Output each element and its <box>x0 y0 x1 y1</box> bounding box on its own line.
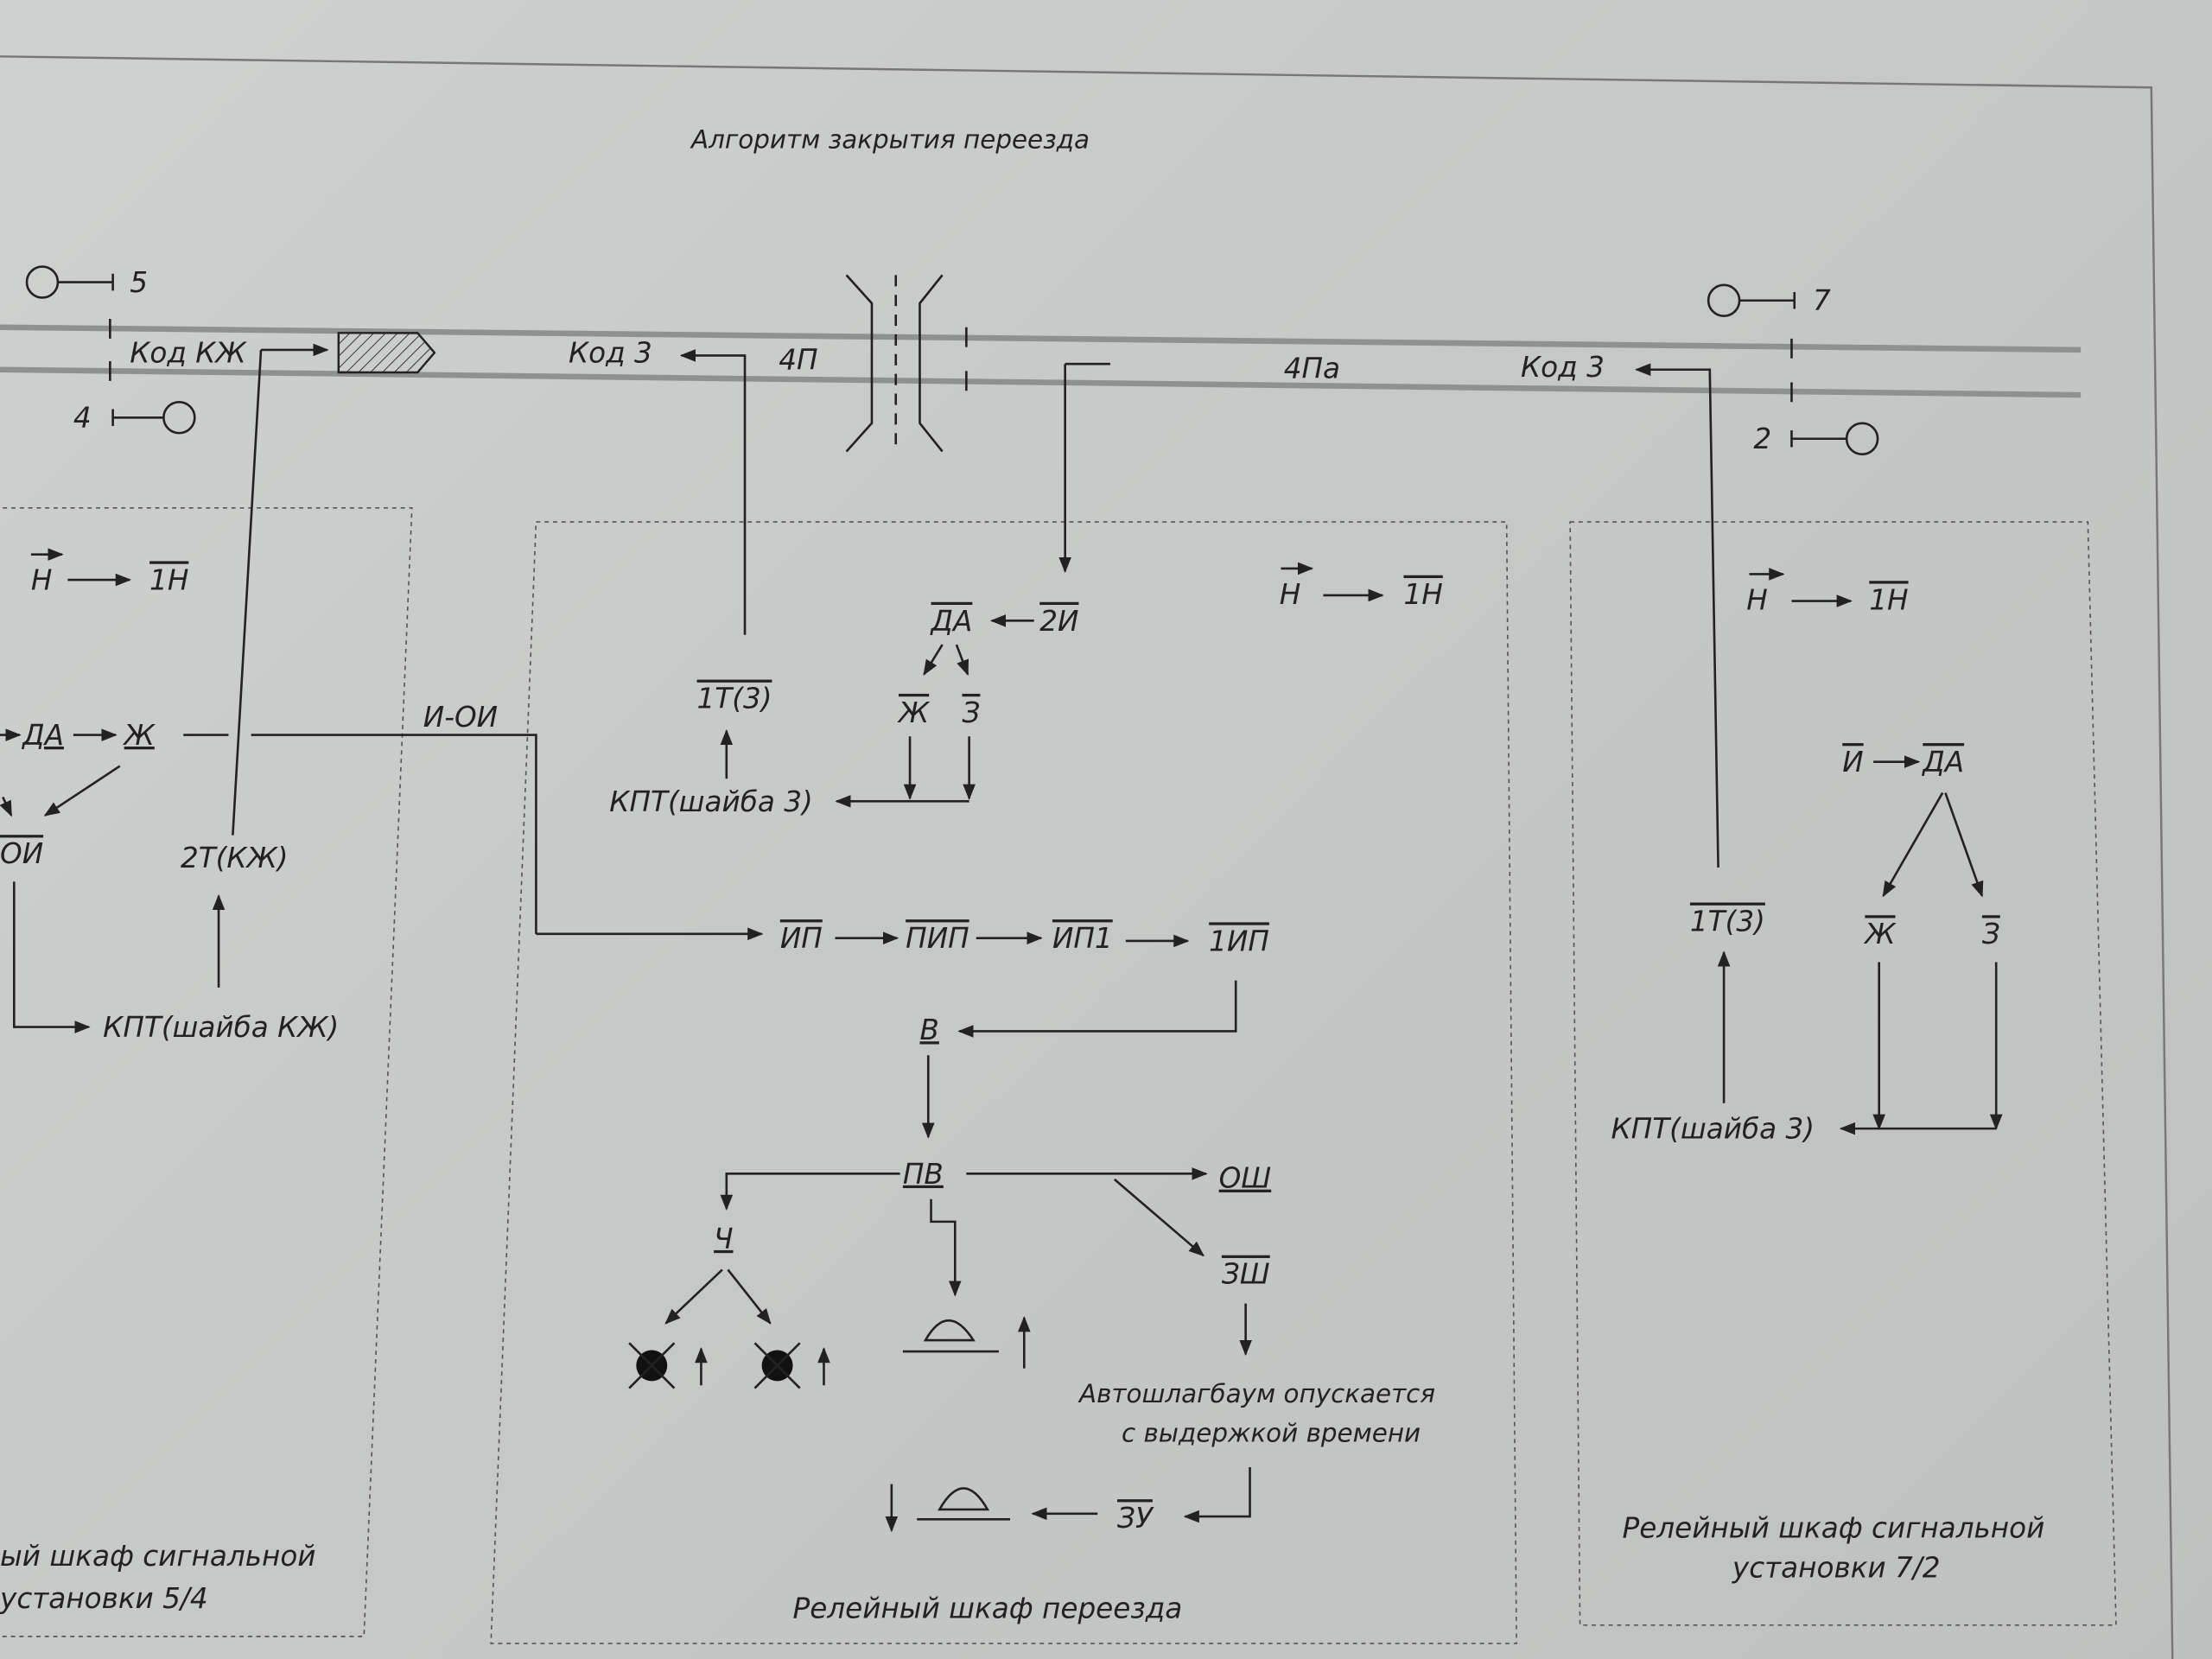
diagram-label: 1Т(3) <box>697 683 772 715</box>
diagram-label: 1Т(3) <box>1690 906 1765 938</box>
diagram-label: КПТ(шайба 3) <box>1611 1113 1814 1146</box>
diagram-label: ИП <box>780 922 823 955</box>
diagram-label: Ж <box>1863 918 1897 950</box>
crossing-cabinet-box <box>490 521 1517 1644</box>
diagram-label: ИП1 <box>1052 922 1113 955</box>
rail-bottom <box>0 366 2082 398</box>
right-cabinet-box <box>1569 521 2117 1626</box>
diagram-label: 1Н <box>1869 583 1908 616</box>
diagram-title: Алгоритм закрытия переезда <box>690 124 1090 154</box>
diagram-label: 2И <box>1039 605 1078 638</box>
left-cabinet-box <box>0 506 413 1637</box>
diagram-label: ОШ <box>1219 1162 1272 1195</box>
diagram-label: З <box>962 696 980 729</box>
section-4pa-label: 4Па <box>1284 353 1340 385</box>
train-icon <box>337 332 436 374</box>
diagram-label: Автошлагбаум опускается <box>1077 1379 1435 1408</box>
diagram-label: В <box>919 1014 938 1046</box>
left-cabinet: Н 1Н ДА Ж И-ОИ ОИ 2Т(КЖ) КПТ(шайба КЖ) ы… <box>0 349 764 1615</box>
level-crossing-icon <box>845 274 944 453</box>
crossing-cabinet-caption: Релейный шкаф переезда <box>793 1592 1183 1625</box>
diagram-label: 1Н <box>149 563 188 596</box>
diagram-label: З <box>1982 918 2000 950</box>
diagram-label: 2Т(КЖ) <box>181 842 289 874</box>
diagram-label: КПТ(шайба КЖ) <box>103 1011 339 1044</box>
right-cabinet-caption-2: установки 7/2 <box>1732 1551 1941 1584</box>
left-cabinet-caption: ый шкаф сигнальной <box>0 1540 316 1573</box>
diagram-label: ДА <box>1921 746 1964 779</box>
diagram-label: 4 <box>73 402 92 435</box>
sheet-border <box>0 55 2174 1659</box>
diagram-label: 1ИП <box>1209 925 1269 957</box>
diagram-label: И <box>1842 746 1863 779</box>
link-label-i-oi: И-ОИ <box>423 701 498 734</box>
diagram-label: ПИП <box>906 922 969 955</box>
code-z-right-label: Код 3 <box>1521 351 1605 384</box>
diagram-label: Ч <box>714 1223 733 1255</box>
diagram-label: ПВ <box>903 1158 944 1191</box>
bell-icon <box>902 1316 1031 1369</box>
diagram-label: 1Н <box>1403 578 1442 611</box>
diagram-label: ДА <box>930 605 973 638</box>
diagram-label: 5 <box>130 266 148 299</box>
right-cabinet-caption: Релейный шкаф сигнальной <box>1623 1512 2045 1545</box>
diagram-label: Ж <box>123 719 156 752</box>
bell-icon <box>917 1487 1010 1521</box>
code-z-right-arrow <box>1635 363 1719 868</box>
code-z-left-arrow <box>679 349 747 635</box>
lamp-icon <box>628 1342 708 1389</box>
code-z-left-label: Код 3 <box>569 337 652 370</box>
rail-top <box>0 324 2082 353</box>
left-cabinet-caption-2: установки 5/4 <box>0 1582 208 1615</box>
signal-2: 2 <box>1753 422 1879 455</box>
right-cabinet: Н 1Н И ДА Ж З КПТ(шайба 3) 1Т(3) Релейны… <box>1611 568 2045 1584</box>
section-4p-label: 4П <box>779 344 817 377</box>
code-kzh-label: Код КЖ <box>130 337 247 370</box>
insulating-joints <box>109 318 1793 403</box>
diagram-label: Н <box>31 563 53 596</box>
diagram-label: ЗУ <box>1117 1502 1154 1535</box>
crossing-cabinet: 1Т(3) КПТ(шайба 3) ДА 2И Ж З Н 1Н ИП ПИП… <box>609 362 1443 1625</box>
signal-7: 7 <box>1707 283 1831 317</box>
diagram-label: 7 <box>1813 284 1831 317</box>
diagram-label: КПТ(шайба 3) <box>609 785 812 818</box>
diagram-label: 2 <box>1753 423 1771 455</box>
diagram-label: Н <box>1280 578 1301 611</box>
lamp-icon <box>753 1342 830 1389</box>
diagram-label: с выдержкой времени <box>1122 1419 1421 1448</box>
diagram-label: ДА <box>21 719 64 752</box>
diagram-label: ОИ <box>0 837 43 870</box>
diagram-label: ЗШ <box>1222 1258 1270 1291</box>
signal-4: 4 <box>73 401 196 435</box>
diagram-label: Ж <box>897 696 931 729</box>
diagram-label: Н <box>1746 583 1768 616</box>
signal-5: 5 <box>25 265 148 299</box>
